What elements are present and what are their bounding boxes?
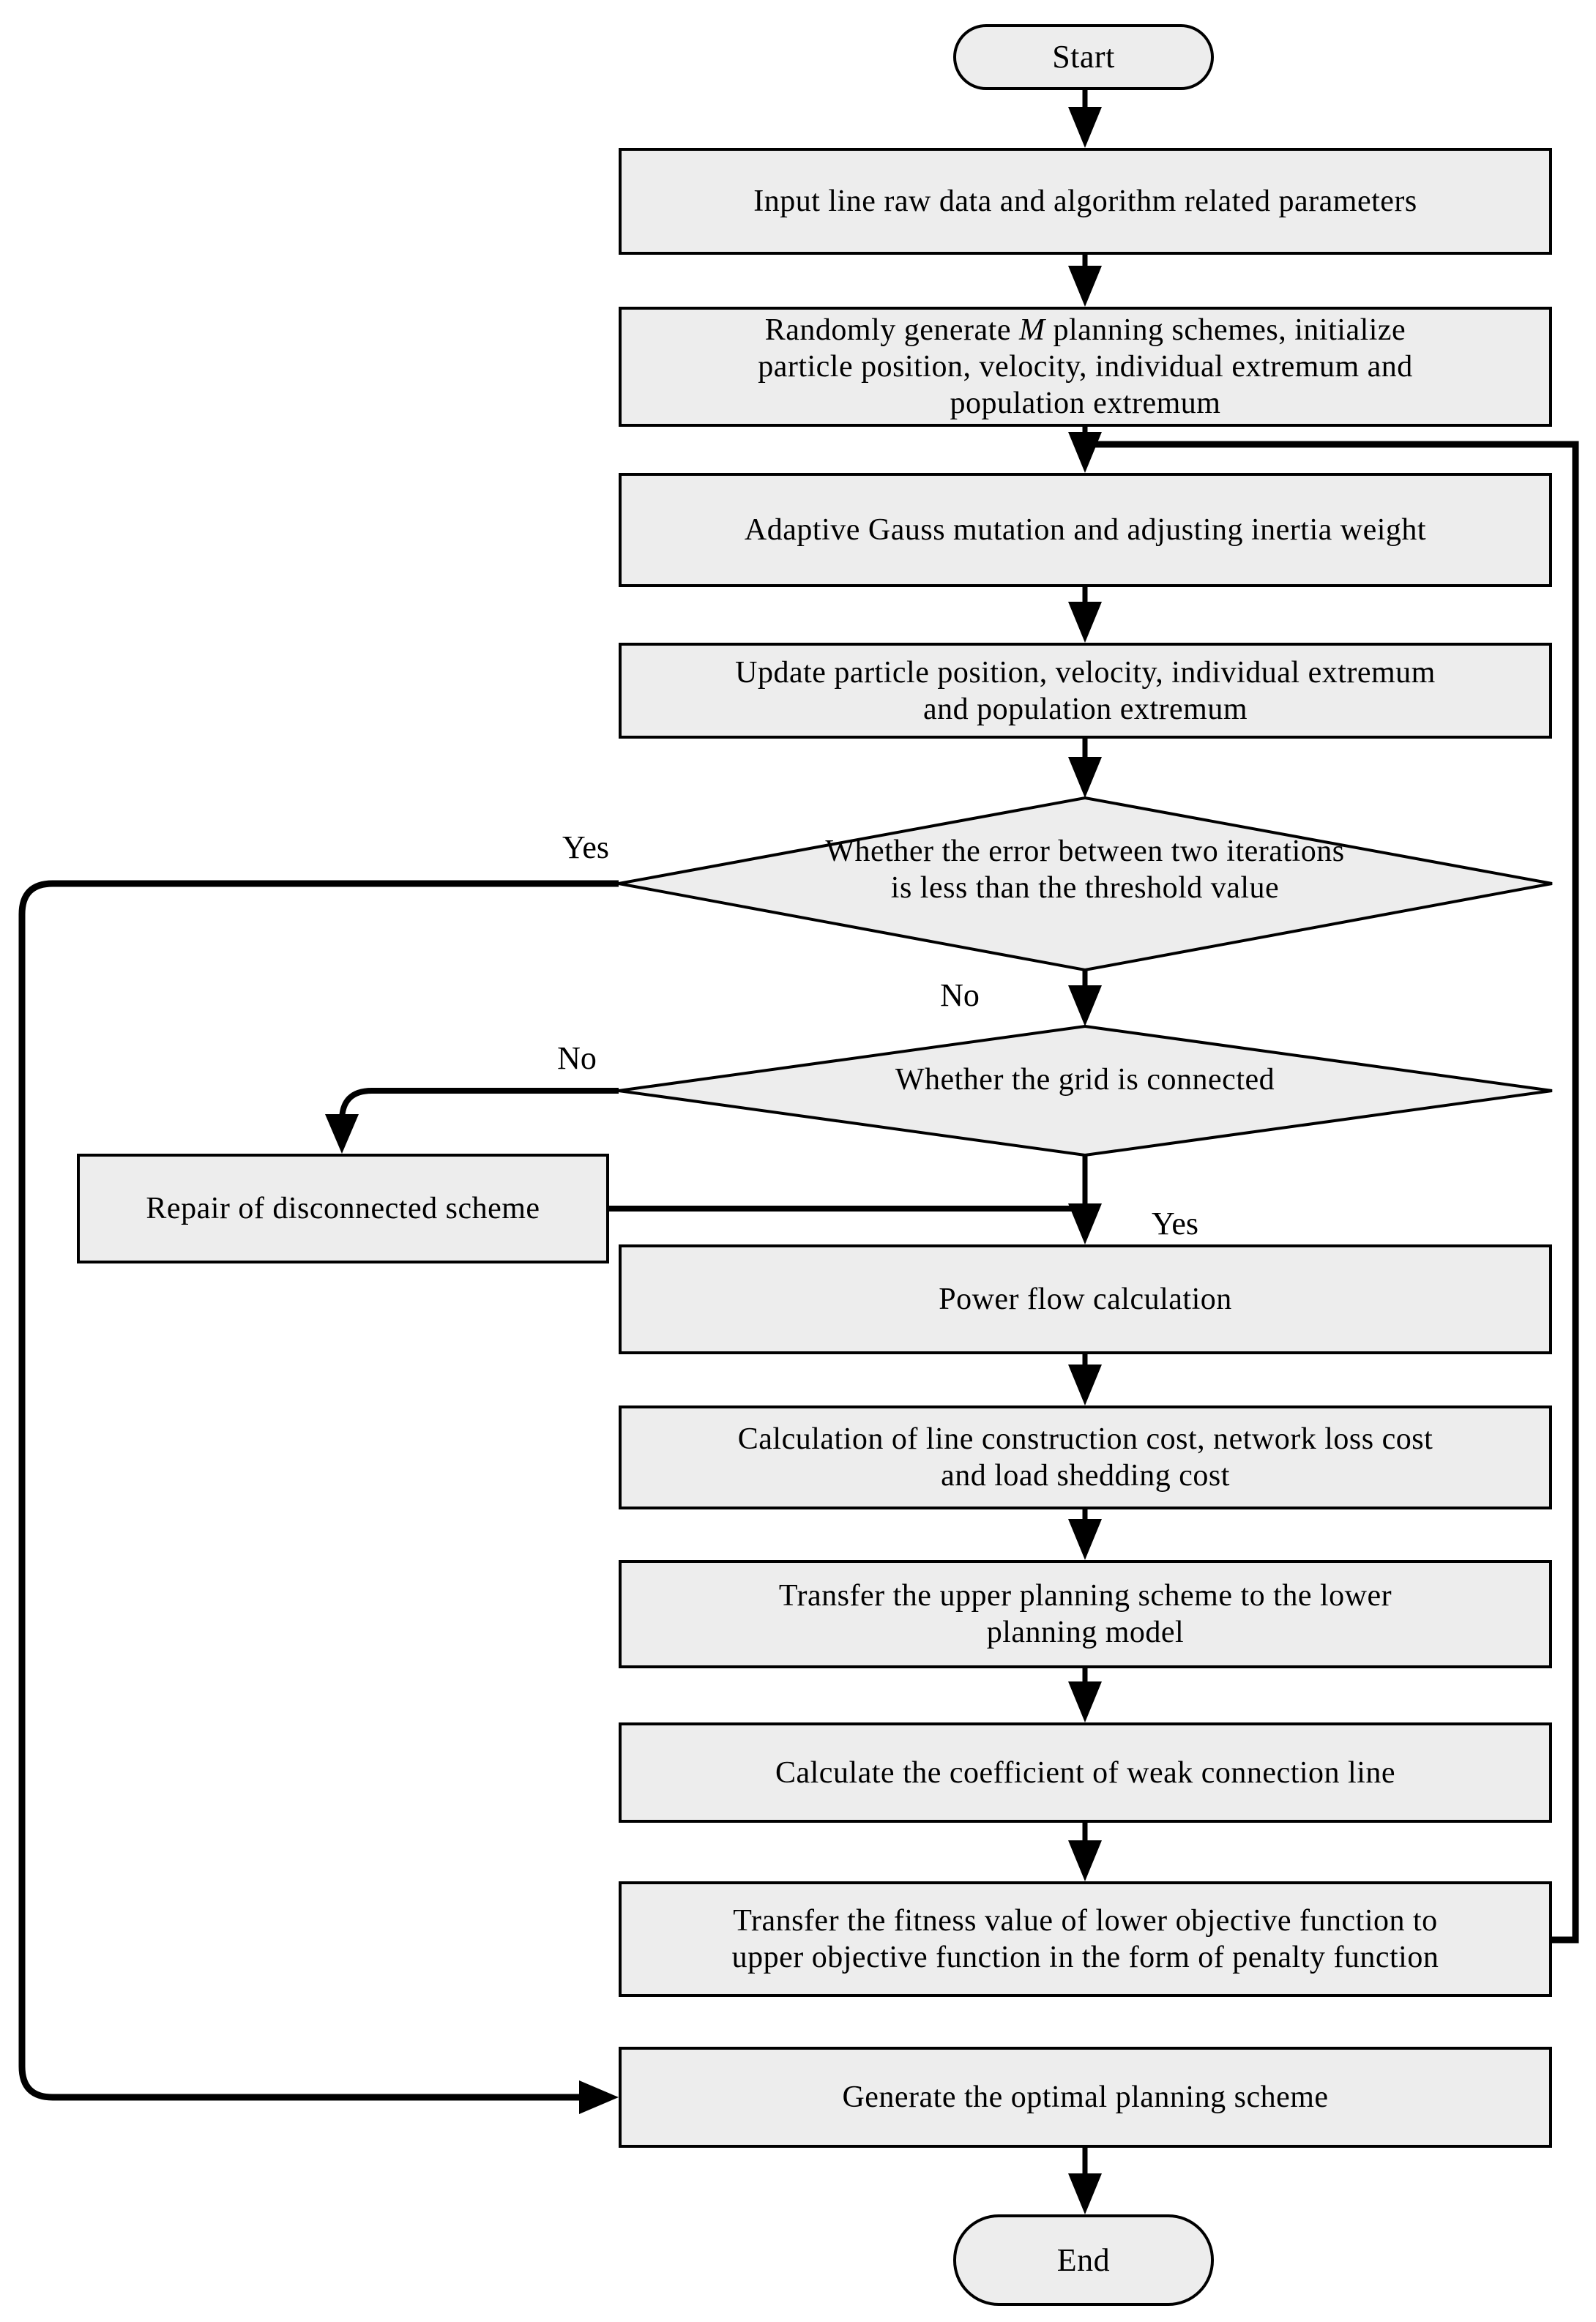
arrowhead-into-generate [579,2080,619,2114]
decision-error-threshold-shape [618,796,1553,972]
decision-error-threshold-text: Whether the error between two iterations… [825,834,1345,905]
label-yes-error-branch: Yes [562,829,610,865]
process-power-flow-label: Power flow calculation [939,1283,1232,1316]
process-transfer-upper-to-lower: Transfer the upper planning scheme to th… [619,1560,1552,1668]
arrowhead-into-errorcheck [1068,757,1102,798]
arrowhead-into-input [1068,107,1102,148]
arrowhead-into-update [1068,602,1102,643]
label-no-grid-branch: No [557,1040,597,1076]
process-repair-scheme-label: Repair of disconnected scheme [146,1192,540,1225]
end-terminator: End [953,2214,1214,2306]
arrowhead-into-gridcheck [1068,985,1102,1026]
init-label-variable: M [1019,313,1045,347]
label-no-error-branch: No [940,977,980,1013]
process-gauss-mutation-label: Adaptive Gauss mutation and adjusting in… [744,513,1427,547]
decision-error-threshold-label: Whether the error between two iterations… [646,816,1524,922]
start-label: Start [1052,39,1115,75]
process-transfer-upper-to-lower-label: Transfer the upper planning scheme to th… [778,1579,1392,1649]
process-generate-optimal-scheme: Generate the optimal planning scheme [619,2047,1552,2148]
arrowhead-into-fitness [1068,1840,1102,1881]
process-power-flow: Power flow calculation [619,1244,1552,1354]
process-cost-calculation-label: Calculation of line construction cost, n… [737,1422,1433,1493]
process-repair-scheme: Repair of disconnected scheme [77,1154,609,1263]
process-weak-connection-coefficient-label: Calculate the coefficient of weak connec… [775,1755,1396,1790]
arrowhead-into-repair [325,1114,359,1154]
process-input-data-label: Input line raw data and algorithm relate… [753,184,1417,218]
process-weak-connection-coefficient: Calculate the coefficient of weak connec… [619,1722,1552,1823]
process-cost-calculation: Calculation of line construction cost, n… [619,1405,1552,1509]
arrowhead-into-weakcoeff [1068,1681,1102,1722]
process-gauss-mutation: Adaptive Gauss mutation and adjusting in… [619,473,1552,587]
process-update-particles-label: Update particle position, velocity, indi… [735,655,1436,726]
label-yes-grid-branch: Yes [1151,1206,1199,1242]
process-transfer-fitness-penalty: Transfer the fitness value of lower obje… [619,1881,1552,1997]
start-terminator: Start [953,24,1214,90]
process-initialize-particles: Randomly generate M planning schemes, in… [619,307,1552,427]
process-input-data: Input line raw data and algorithm relate… [619,148,1552,255]
arrowhead-into-end [1068,2173,1102,2214]
init-label-suffix: planning schemes, initialize particle po… [758,313,1413,420]
arrowhead-into-transferupper [1068,1519,1102,1560]
process-update-particles: Update particle position, velocity, indi… [619,643,1552,739]
loop-left-yes-line [18,880,619,2101]
arrowhead-into-mutation [1068,432,1102,473]
decision-grid-connected-shape [618,1024,1553,1157]
process-generate-optimal-scheme-label: Generate the optimal planning scheme [842,2080,1329,2114]
end-label: End [1056,2241,1111,2278]
process-initialize-particles-label: Randomly generate M planning schemes, in… [758,312,1413,422]
arrowhead-into-cost [1068,1365,1102,1405]
decision-grid-connected-text: Whether the grid is connected [895,1063,1275,1097]
arrowhead-into-powerflow [1068,1203,1102,1244]
decision-grid-connected-label: Whether the grid is connected [682,1047,1488,1113]
process-transfer-fitness-penalty-label: Transfer the fitness value of lower obje… [731,1904,1439,1974]
loop-right-feedback-line [1085,441,1579,1944]
branch-no-grid-line [339,1088,619,1121]
arrowhead-into-init [1068,266,1102,307]
init-label-prefix: Randomly generate [764,313,1019,347]
